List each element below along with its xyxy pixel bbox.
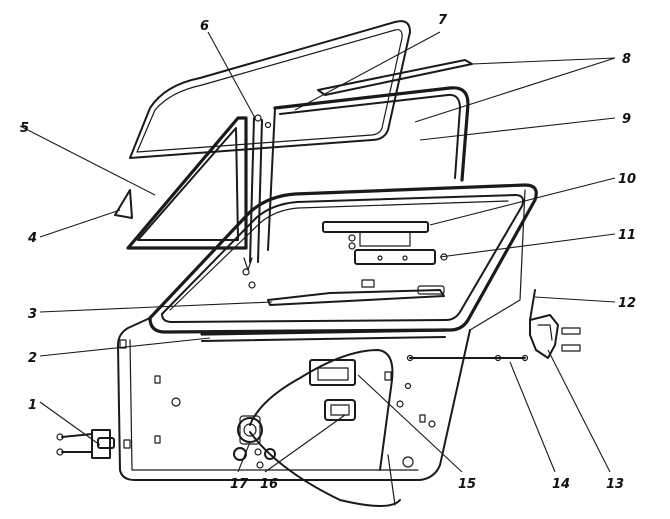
door-hinge: [56, 429, 115, 459]
callout-10: 10: [618, 172, 636, 187]
division-bar: [242, 114, 272, 289]
vent-window: [126, 116, 248, 250]
corner-trim-piece: [114, 189, 133, 219]
window-run-channel: [267, 86, 470, 251]
window-glass: [129, 20, 411, 159]
callout-3: 3: [28, 307, 37, 322]
callout-12: 12: [618, 296, 636, 311]
callout-17: 17: [230, 477, 249, 492]
latch-rod: [529, 289, 536, 321]
inner-belt-strip: [267, 289, 445, 306]
callout-16: 16: [260, 477, 278, 492]
callout-4: 4: [27, 231, 37, 246]
callout-14: 14: [552, 477, 570, 492]
lock-rod: [402, 354, 529, 468]
glass-top-strip: [317, 59, 473, 96]
callout-8: 8: [622, 52, 631, 67]
callout-1: 1: [28, 398, 37, 413]
glass-lift-channel: [322, 221, 448, 295]
callout-6: 6: [200, 19, 209, 34]
callout-2: 2: [28, 351, 37, 366]
regulator-cable: [249, 349, 401, 507]
inside-door-handle: [324, 399, 356, 421]
window-regulator: [233, 415, 276, 469]
door-inner-panel: [117, 189, 526, 481]
callout-11: 11: [618, 228, 636, 243]
callout-9: 9: [622, 112, 631, 127]
leader-lines: [19, 31, 616, 473]
belt-molding: [200, 328, 447, 342]
callout-13: 13: [606, 477, 624, 492]
door-lock-assembly: [529, 314, 581, 359]
panel-holes: [119, 339, 426, 449]
callout-5: 5: [20, 121, 29, 136]
door-frame: [148, 183, 538, 334]
callout-7: 7: [438, 13, 448, 28]
callout-15: 15: [458, 477, 476, 492]
inside-handle-housing: [309, 359, 356, 386]
